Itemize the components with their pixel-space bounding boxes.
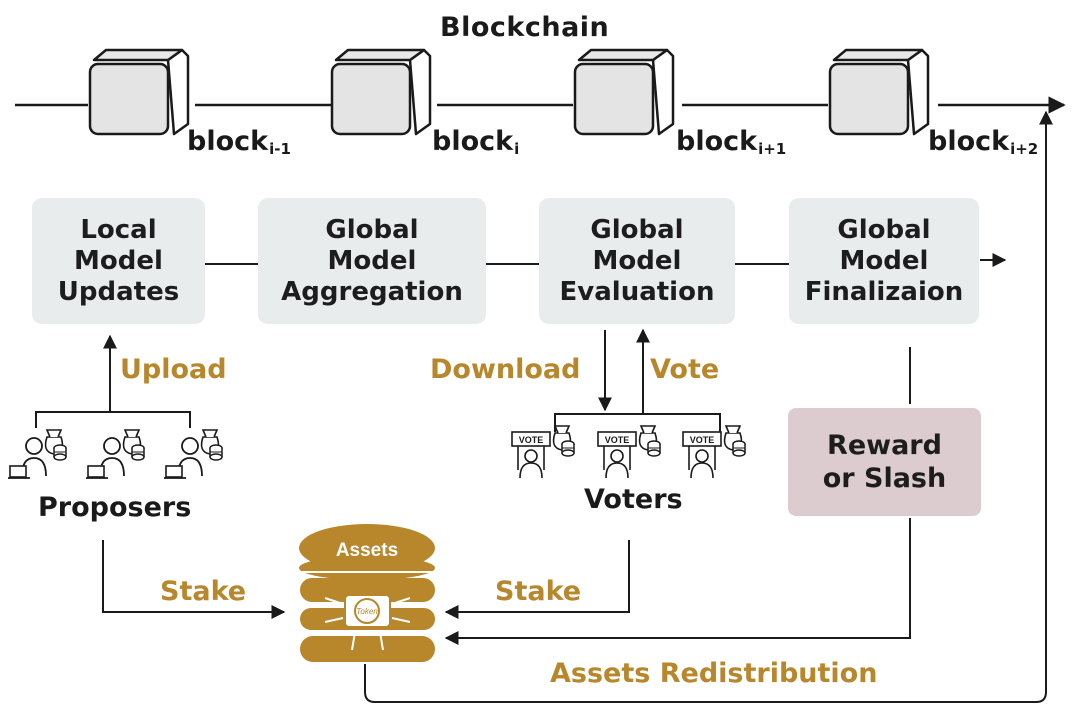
proposer-person-icon [164,429,223,479]
voter-person-icon: VOTE [511,425,575,479]
assets-label: Assets [336,540,398,561]
vote-sign-text: VOTE [605,435,630,445]
block-cube-4 [828,48,930,136]
block-cube-3 [573,48,675,136]
redistribution-loop-arrow [364,110,1053,703]
block-label-current: blocki [432,126,520,158]
block-label-next2: blocki+2 [928,126,1039,158]
proposer-icons [8,429,223,479]
proposers-bracket [35,411,191,428]
reward-to-assets-arrow [444,518,911,645]
blockchain-title: Blockchain [440,12,610,43]
voter-person-icon: VOTE [682,425,746,479]
block-cube-2 [330,48,432,136]
download-label: Download [430,354,581,385]
proposers-stake-arrow [102,540,286,619]
block-label-next: blocki+1 [676,126,787,158]
vote-label: Vote [650,354,720,385]
block-cube-1 [88,48,190,136]
proposer-person-icon [8,429,67,479]
proposer-person-icon [86,429,145,479]
voter-icons: VOTE VOTE VOTE [511,425,746,479]
voters-stake-arrow [444,540,630,619]
voter-person-icon: VOTE [597,425,661,479]
token-label: Token [356,607,378,616]
stake-label-voters: Stake [495,576,582,607]
assets-database-icon [299,524,435,662]
voters-bracket [554,413,721,432]
assets-redistribution-label: Assets Redistribution [550,658,878,689]
proposers-label: Proposers [38,492,192,523]
upload-label: Upload [120,354,227,385]
vote-sign-text: VOTE [519,435,544,445]
vote-sign-text: VOTE [690,435,715,445]
block-label-prev: blocki-1 [187,126,291,158]
stake-label-proposers: Stake [160,576,247,607]
voters-label: Voters [584,484,683,515]
